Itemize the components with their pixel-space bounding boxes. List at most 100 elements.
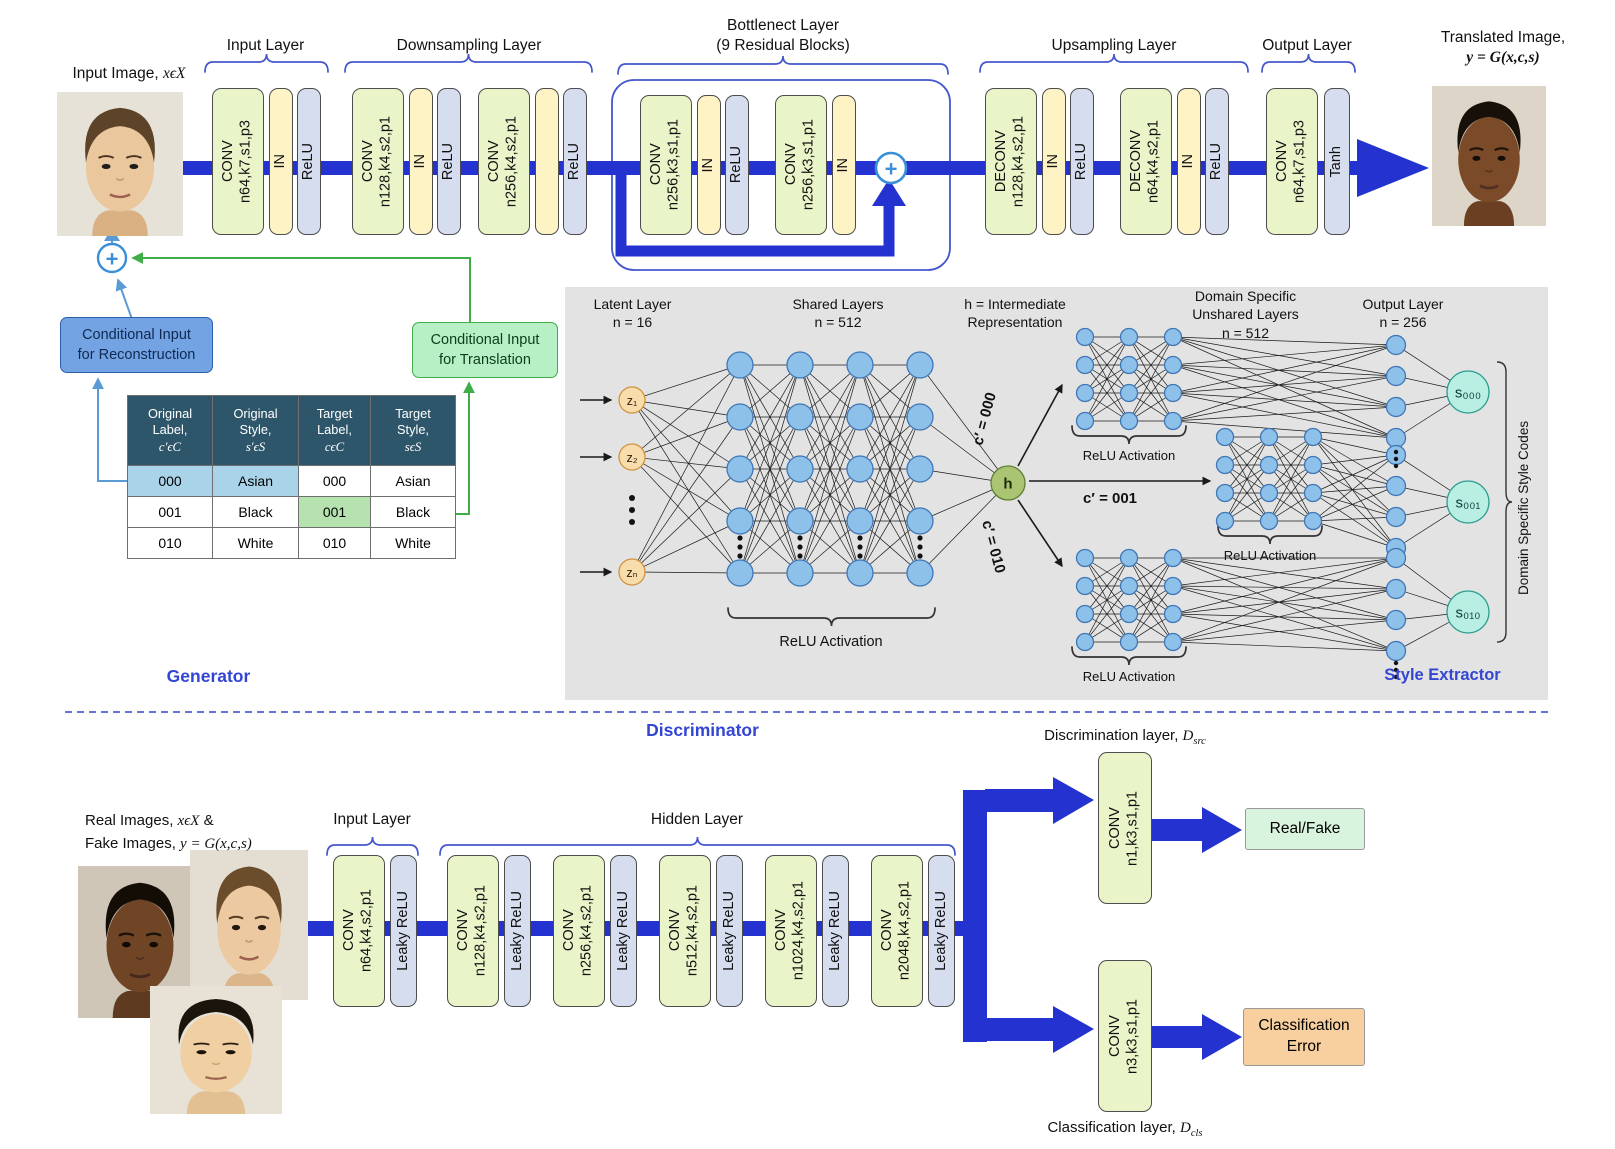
block-params: n64,k7,s1,p3 — [238, 119, 254, 204]
style-extractor-panel — [565, 287, 1548, 700]
block-params: n256,k4,s2,p1 — [579, 885, 595, 977]
block-op: Leaky ReLU — [394, 891, 411, 971]
block-op: IN — [272, 154, 289, 169]
group-label-downsampling: Downsampling Layer — [396, 37, 542, 54]
table-row: 010 White 010 White — [127, 527, 456, 559]
block-op: Leaky ReLU — [720, 891, 737, 971]
block-op: IN — [1180, 154, 1197, 169]
table-row: 001 Black 001 Black — [127, 496, 456, 528]
gen-relu-block: ReLU — [297, 88, 321, 235]
gen-in-block: IN — [409, 88, 433, 235]
block-op: ReLU — [440, 142, 457, 181]
label-text: for Translation — [439, 352, 531, 368]
block-op: IN — [700, 157, 717, 173]
math-text: y = G(x,c,s) — [1466, 49, 1540, 67]
disc-leaky-relu-block: Leaky ReLU — [504, 855, 531, 1007]
disc-leaky-relu-block: Leaky ReLU — [822, 855, 849, 1007]
block-op: CONV — [667, 910, 684, 952]
gen-relu-block: ReLU — [1070, 88, 1094, 235]
input-image-label: Input Image, xϵX — [38, 64, 220, 84]
disc-hidden-layer-label: Hidden Layer — [650, 811, 744, 828]
block-op: CONV — [773, 910, 790, 952]
real-face-photo-2 — [190, 850, 308, 1000]
gen-tanh-block: Tanh — [1324, 88, 1350, 235]
gen-in-block: IN — [1042, 88, 1066, 235]
block-op: Tanh — [1328, 145, 1345, 178]
block-op: CONV — [561, 910, 578, 952]
block-params: n256,k4,s2,p1 — [504, 115, 520, 208]
block-op: CONV — [783, 144, 800, 186]
block-op: IN — [1045, 154, 1062, 169]
label-text: Translated Image, — [1440, 29, 1566, 46]
block-op: Leaky ReLU — [508, 891, 525, 971]
gen-in-block: IN — [1177, 88, 1201, 235]
real-fake-images-label: Real Images, xϵX & Fake Images, y = G(x,… — [85, 812, 252, 852]
disc-input-layer-label: Input Layer — [333, 811, 411, 828]
label-text: Conditional Input — [82, 326, 191, 343]
generator-section-label: Generator — [166, 666, 251, 686]
gen-relu-block: ReLU — [437, 88, 461, 235]
gen-in-block: IN — [697, 95, 721, 235]
math-text: xϵX — [162, 65, 186, 82]
block-op: Leaky ReLU — [932, 891, 949, 971]
block-op: ReLU — [300, 142, 317, 181]
label-text: Error — [1286, 1038, 1322, 1055]
table-cell: Black — [212, 496, 299, 528]
group-label-output-layer: Output Layer — [1262, 37, 1352, 54]
label-text: Input Image, — [72, 65, 163, 82]
block-op: ReLU — [1208, 142, 1225, 181]
block-op: Leaky ReLU — [826, 891, 843, 971]
table-cell: 001 — [298, 496, 371, 528]
table-cell: White — [370, 527, 456, 559]
real-face-photo-3 — [150, 986, 282, 1114]
block-params: n128,k4,s2,p1 — [1011, 115, 1027, 208]
svg-text:+: + — [106, 247, 119, 272]
block-params: n256,k3,s1,p1 — [666, 119, 682, 211]
block-op: CONV — [486, 140, 503, 183]
disc-leaky-relu-block: Leaky ReLU — [716, 855, 743, 1007]
label-text: Real/Fake — [1269, 819, 1341, 837]
table-cell: Asian — [370, 465, 456, 497]
block-params: n512,k4,s2,p1 — [685, 885, 701, 977]
block-params: n64,k4,s2,p1 — [1146, 119, 1162, 204]
input-face-photo — [57, 92, 183, 236]
style-extractor-section-label: Style Extractor — [1384, 666, 1501, 684]
block-op: DECONV — [1128, 130, 1145, 193]
block-op: IN — [412, 154, 429, 169]
block-params: n128,k4,s2,p1 — [473, 885, 489, 977]
real-fake-output-box: Real/Fake — [1245, 808, 1365, 850]
disc-leaky-relu-block: Leaky ReLU — [928, 855, 955, 1007]
block-op: Leaky ReLU — [614, 891, 631, 971]
block-op: CONV — [220, 140, 237, 183]
table-cell: 000 — [298, 465, 371, 497]
block-params: n64,k4,s2,p1 — [359, 889, 375, 973]
label-text: Classification — [1258, 1017, 1350, 1035]
block-params: n2048,k4,s2,p1 — [897, 881, 913, 981]
table-cell: 010 — [298, 527, 371, 559]
block-params: n3,k3,s1,p1 — [1125, 998, 1141, 1074]
gen-in-block — [535, 88, 559, 235]
disc-leaky-relu-block: Leaky ReLU — [390, 855, 417, 1007]
gen-relu-block: ReLU — [1205, 88, 1229, 235]
block-op: CONV — [341, 910, 358, 952]
translated-face-photo — [1432, 86, 1546, 226]
discriminator-section-label: Discriminator — [646, 720, 759, 740]
block-op: CONV — [1107, 807, 1124, 849]
